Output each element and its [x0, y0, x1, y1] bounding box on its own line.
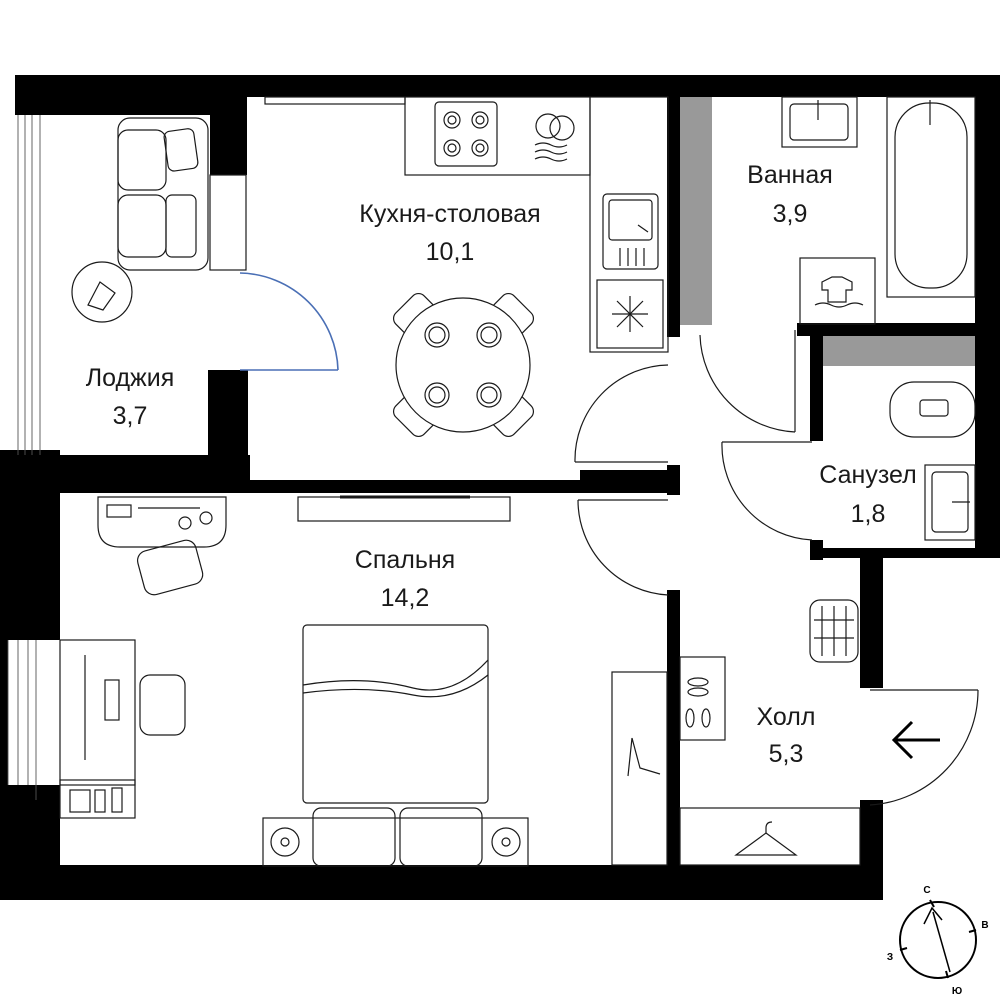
walls: [0, 75, 1000, 900]
shoe-rack: [679, 656, 726, 741]
wardrobe-hall: [679, 807, 861, 866]
room-name-loggia: Лоджия: [86, 364, 175, 392]
window-loggia: [17, 115, 41, 455]
door-bathroom: [699, 330, 796, 433]
room-name-wc: Санузел: [819, 461, 916, 489]
dining-table: [392, 292, 535, 438]
room-name-hall: Холл: [757, 703, 816, 731]
room-area-kitchen: 10,1: [426, 238, 475, 266]
compass-north: С: [923, 885, 930, 896]
vent-shaft: [823, 336, 975, 366]
wc-sink-icon: [924, 464, 976, 541]
room-area-hall: 5,3: [769, 740, 804, 768]
window-bedroom: [7, 640, 37, 800]
compass-south: Ю: [952, 986, 962, 997]
room-name-kitchen: Кухня-столовая: [359, 200, 540, 228]
kitchen-counter: [404, 96, 669, 353]
washing-machine-icon: [799, 257, 876, 325]
toilet-icon: [889, 381, 976, 438]
armchair: [117, 117, 209, 271]
tv-unit: [297, 495, 511, 522]
radiator-icon: [809, 599, 859, 663]
compass: С В Ю З: [887, 885, 989, 997]
door-wc: [721, 441, 813, 541]
desk-top: [97, 496, 227, 596]
sink-icon: [602, 193, 659, 270]
door-bedroom: [577, 499, 669, 596]
room-area-loggia: 3,7: [113, 402, 148, 430]
door-loggia: [209, 174, 339, 371]
vent-shaft: [680, 97, 712, 325]
fridge-icon: [596, 279, 664, 349]
desk-side: [59, 639, 186, 819]
compass-west: З: [887, 952, 893, 963]
room-area-wc: 1,8: [851, 500, 886, 528]
arrow-left-icon: [891, 720, 940, 760]
room-name-bathroom: Ванная: [747, 161, 833, 189]
bathtub-icon: [886, 96, 976, 298]
dishwasher-icon: [534, 113, 575, 162]
door-kitchen: [574, 364, 669, 463]
room-area-bathroom: 3,9: [773, 200, 808, 228]
room-area-bedroom: 14,2: [381, 584, 430, 612]
window-kitchen: [264, 96, 406, 105]
stove-icon: [434, 101, 498, 167]
side-table: [71, 261, 133, 323]
bed: [262, 624, 529, 867]
compass-east: В: [981, 920, 988, 931]
wardrobe-bedroom: [611, 671, 668, 866]
room-name-bedroom: Спальня: [355, 546, 455, 574]
door-entrance: [869, 689, 979, 806]
bathroom-sink-icon: [781, 96, 858, 148]
